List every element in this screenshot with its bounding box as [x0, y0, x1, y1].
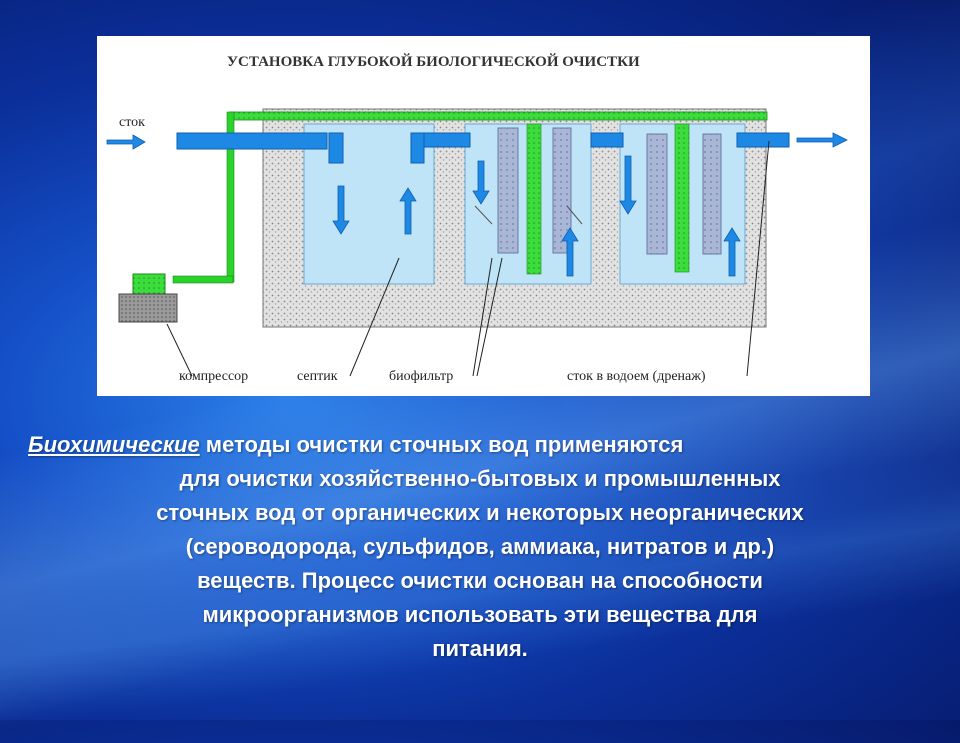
- compressor-icon: [118, 293, 178, 323]
- caption-line-6: микроорганизмов использовать эти веществ…: [202, 602, 758, 627]
- diagram-svg: УСТАНОВКА ГЛУБОКОЙ БИОЛОГИЧЕСКОЙ ОЧИСТКИ: [106, 53, 848, 384]
- filter-column-1: [497, 127, 519, 254]
- down-arrow-icon: [332, 185, 350, 235]
- air-pipe-horizontal: [172, 275, 234, 284]
- filter-column-2: [552, 127, 572, 254]
- description-text: Биохимические методы очистки сточных вод…: [20, 428, 940, 666]
- transfer-pipe-2: [590, 132, 624, 148]
- outlet-pipe: [736, 132, 790, 148]
- compressor-label: компрессор: [179, 369, 248, 384]
- outflow-label: сток в водоем (дренаж): [567, 369, 706, 384]
- caption-line-7: питания.: [432, 636, 528, 661]
- inflow-label: сток: [119, 115, 145, 130]
- inflow-arrow-icon: [106, 134, 146, 150]
- flow-arrows: [106, 132, 848, 277]
- up-arrow-icon: [723, 227, 741, 277]
- septic-outlet-riser: [410, 132, 425, 164]
- septic-label: септик: [297, 369, 338, 384]
- treatment-plant-diagram: УСТАНОВКА ГЛУБОКОЙ БИОЛОГИЧЕСКОЙ ОЧИСТКИ: [97, 36, 870, 396]
- filter-column-3: [646, 133, 668, 255]
- caption-line-3: сточных вод от органических и некоторых …: [156, 500, 804, 525]
- label-leaders: [166, 140, 770, 377]
- inlet-pipe: [176, 132, 328, 150]
- diagram-title: УСТАНОВКА ГЛУБОКОЙ БИОЛОГИЧЕСКОЙ ОЧИСТКИ: [227, 53, 640, 70]
- aerator-2: [674, 123, 690, 273]
- transfer-pipe-1: [421, 132, 471, 148]
- up-arrow-icon: [561, 227, 579, 277]
- down-arrow-icon: [619, 155, 637, 215]
- caption-line-2: для очистки хозяйственно-бытовых и промы…: [179, 466, 781, 491]
- biofilter-label: биофильтр: [389, 369, 453, 384]
- down-arrow-icon: [472, 160, 490, 205]
- caption-line-4: (сероводорода, сульфидов, аммиака, нитра…: [185, 534, 775, 559]
- filter-column-4: [702, 133, 722, 255]
- aerator-1: [526, 123, 542, 275]
- septic-inlet-drop: [328, 132, 344, 164]
- outflow-arrow-icon: [796, 132, 848, 148]
- air-pipe-top: [229, 111, 768, 121]
- compressor-head: [132, 273, 166, 295]
- caption-line-1: Биохимические методы очистки сточных вод…: [20, 428, 940, 462]
- caption-line-1-rest: методы очистки сточных вод применяются: [199, 432, 684, 457]
- caption-emphasis: Биохимические: [28, 432, 200, 457]
- up-arrow-icon: [399, 187, 417, 235]
- caption-line-5: веществ. Процесс очистки основан на спос…: [197, 568, 763, 593]
- baffles: [474, 205, 583, 225]
